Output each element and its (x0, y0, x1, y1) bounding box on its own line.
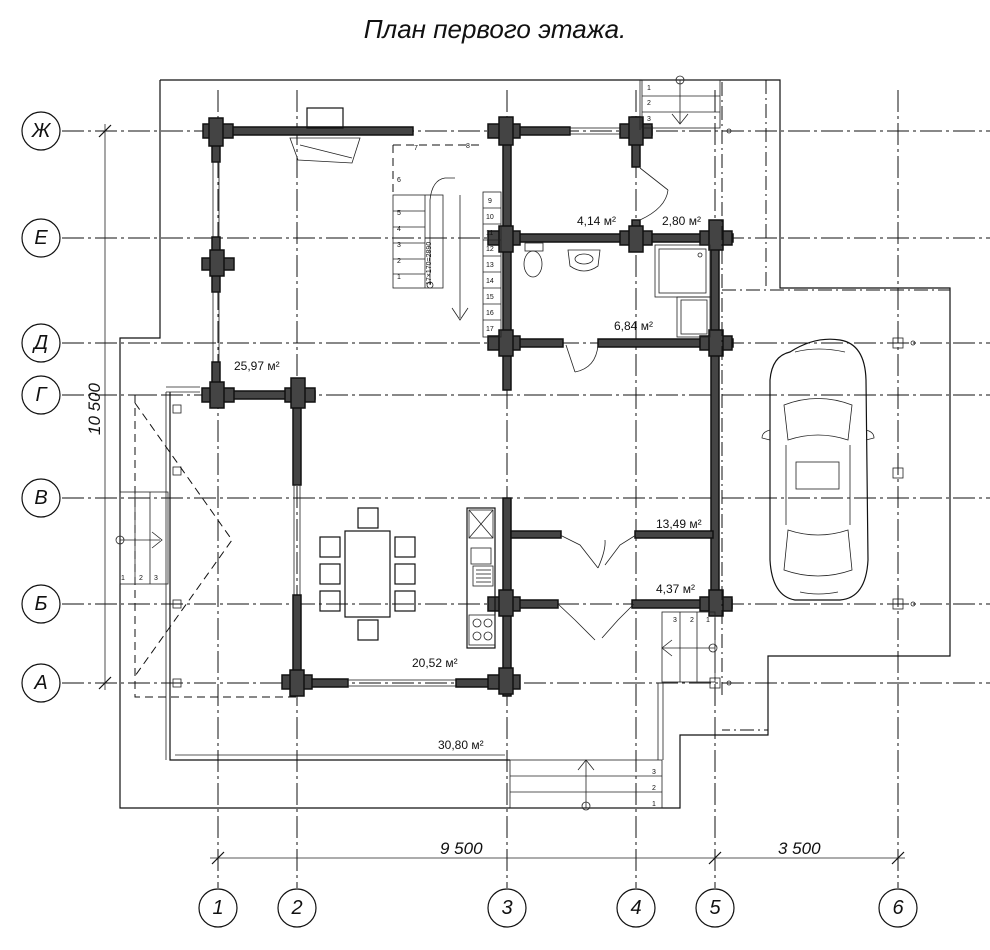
stair-step: 1 (706, 617, 710, 624)
stair-step: 3 (397, 242, 401, 249)
carport (639, 80, 951, 731)
stair-step: 13 (486, 262, 494, 269)
area-living: 25,97 м² (234, 359, 280, 373)
stair-step: 3 (673, 617, 677, 624)
axis-label-v: В (34, 487, 47, 509)
area-terrace: 30,80 м² (438, 738, 484, 752)
entry-stairs-right: 3 2 1 (661, 611, 718, 683)
stair-step: 7 (414, 145, 418, 152)
axis-label-g: Г (36, 384, 49, 406)
stair-step: 6 (397, 177, 401, 184)
axis-label-5: 5 (709, 897, 721, 919)
column-axis-bubbles: 1 2 3 4 5 6 (198, 888, 918, 928)
entry-stairs-top: 1 2 3 (641, 75, 721, 129)
porch-stairs: 1 2 3 (115, 491, 169, 585)
area-hall: 4,37 м² (656, 582, 695, 596)
walls (204, 116, 734, 697)
stair-step: 2 (652, 785, 656, 792)
stair-step: 2 (647, 100, 651, 107)
stair-step: 1 (647, 85, 651, 92)
row-axis-bubbles: Ж Е Д Г В Б А (21, 111, 61, 703)
axis-label-6: 6 (892, 897, 904, 919)
terrace (134, 386, 664, 761)
terrace-stairs: 3 2 1 (509, 759, 663, 811)
axis-label-e: Е (34, 227, 48, 249)
stair-step: 16 (486, 310, 494, 317)
axis-label-3: 3 (501, 897, 512, 919)
log-corners (201, 116, 733, 697)
stair-step: 17 (486, 326, 494, 333)
area-bedroom: 13,49 м² (656, 517, 702, 531)
stair-step: 9 (488, 198, 492, 205)
kitchen-units (466, 507, 496, 649)
foundation-outline (119, 79, 951, 809)
axis-label-a: А (33, 672, 47, 694)
stair-step: 3 (154, 575, 158, 582)
axis-label-b: Б (34, 593, 47, 615)
stair-step: 2 (397, 258, 401, 265)
stair-step: 1 (397, 274, 401, 281)
bathroom-fixtures (523, 242, 711, 338)
stair-step: 1 (121, 575, 125, 582)
axis-label-2: 2 (290, 897, 302, 919)
stair-step: 12 (486, 246, 494, 253)
area-kitchen-dining: 20,52 м² (412, 656, 458, 670)
axis-label-d: Д (32, 332, 48, 354)
fireplace (289, 107, 361, 164)
car (761, 338, 875, 601)
stair-step: 2 (690, 617, 694, 624)
stair-step: 1 (652, 801, 656, 808)
stair-step: 15 (486, 294, 494, 301)
stair-step: 14 (486, 278, 494, 285)
stair-step: 11 (486, 230, 493, 237)
area-bathroom: 6,84 м² (614, 319, 653, 333)
dim-overall-width: 9 500 (440, 839, 483, 858)
dining-table (319, 507, 416, 641)
stair-step: 10 (486, 214, 494, 221)
stair-step: 8 (466, 143, 470, 150)
area-vestibule: 4,14 м² (577, 214, 616, 228)
room-labels: 25,97 м² 4,14 м² 2,80 м² 6,84 м² 13,49 м… (234, 214, 702, 752)
area-storage: 2,80 м² (662, 214, 701, 228)
stair-annotation: 17×170=2890 (426, 242, 433, 285)
stair-step: 5 (397, 210, 401, 217)
axis-label-4: 4 (630, 897, 641, 919)
dimension-horizontal: 9 500 3 500 (210, 839, 905, 865)
axis-label-zh: Ж (31, 120, 52, 142)
dimension-vertical: 10 500 (85, 124, 112, 690)
stair-step: 3 (647, 116, 651, 123)
plan-title: План первого этажа. (363, 14, 627, 44)
stair-step: 2 (139, 575, 143, 582)
stair-step: 3 (652, 769, 656, 776)
dim-overall-depth: 10 500 (85, 382, 104, 435)
doors (557, 167, 669, 641)
axis-label-1: 1 (212, 897, 223, 919)
dim-garage-width: 3 500 (778, 839, 821, 858)
main-stair: 1 2 3 4 5 6 7 8 17×170=2890 9 10 11 12 1… (392, 143, 502, 338)
stair-step: 4 (397, 226, 401, 233)
